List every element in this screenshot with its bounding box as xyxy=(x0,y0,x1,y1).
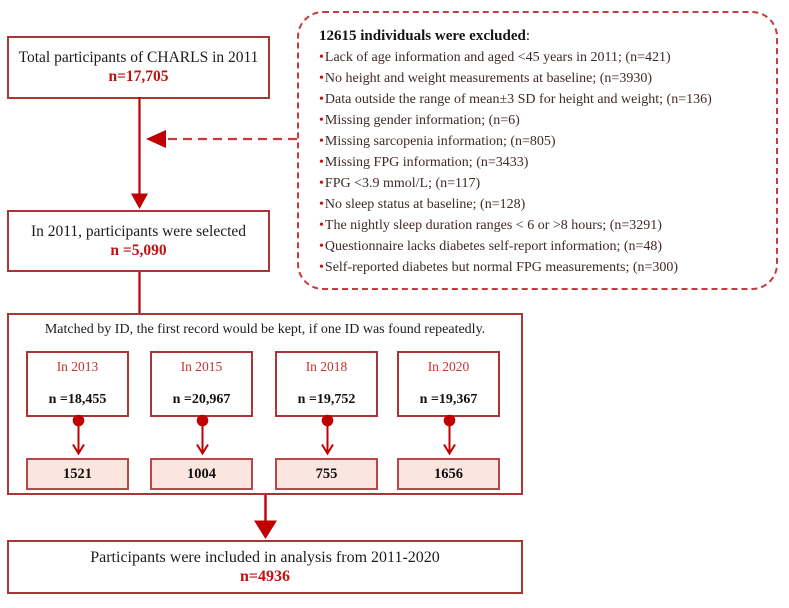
wave-box-2020: In 2020 n =19,367 xyxy=(397,351,500,417)
arrow-down-head-large xyxy=(254,520,277,539)
exclusion-item-text: No sleep status at baseline; (n=128) xyxy=(324,197,526,212)
exclusion-item-text: No height and weight measurements at bas… xyxy=(324,71,652,86)
final-analysis-text: Participants were included in analysis f… xyxy=(90,548,440,566)
exclusion-item-text: Questionnaire lacks diabetes self-report… xyxy=(324,239,663,254)
bullet-icon: • xyxy=(319,176,324,191)
kept-count-box-2020: 1656 xyxy=(397,458,500,490)
bullet-icon: • xyxy=(319,155,324,170)
matched-by-id-box: Matched by ID, the first record would be… xyxy=(7,313,523,495)
bullet-icon: • xyxy=(319,134,324,149)
bullet-icon: • xyxy=(319,239,324,254)
exclusion-item: •No height and weight measurements at ba… xyxy=(319,68,768,89)
arrow-left-head xyxy=(146,130,166,148)
exclusion-header-text: 12615 individuals were excluded xyxy=(319,28,526,44)
exclusion-item: •Questionnaire lacks diabetes self-repor… xyxy=(319,236,768,257)
exclusion-item: •Lack of age information and aged <45 ye… xyxy=(319,47,768,68)
exclusion-item: •Missing gender information; (n=6) xyxy=(319,110,768,131)
selected-2011-text: In 2011, participants were selected xyxy=(30,222,247,240)
bullet-icon: • xyxy=(319,197,324,212)
exclusion-item-text: Self-reported diabetes but normal FPG me… xyxy=(324,260,679,275)
kept-count-box-2013: 1521 xyxy=(26,458,129,490)
selected-2011-n: n =5,090 xyxy=(110,241,167,259)
exclusion-box: 12615 individuals were excluded: •Lack o… xyxy=(297,11,778,290)
wave-label: In 2013 xyxy=(56,359,99,374)
selected-2011-box: In 2011, participants were selected n =5… xyxy=(7,210,270,272)
exclusion-item-text: The nightly sleep duration ranges < 6 or… xyxy=(324,218,662,233)
bullet-icon: • xyxy=(319,218,324,233)
kept-count-box-2018: 755 xyxy=(275,458,378,490)
wave-n: n =20,967 xyxy=(172,392,231,407)
final-analysis-n: n=4936 xyxy=(239,567,290,585)
bullet-icon: • xyxy=(319,260,324,275)
final-analysis-box: Participants were included in analysis f… xyxy=(7,540,523,594)
total-participants-text: Total participants of CHARLS in 2011 xyxy=(18,49,259,66)
exclusion-item: •Missing FPG information; (n=3433) xyxy=(319,152,768,173)
total-participants-n: n=17,705 xyxy=(108,68,169,85)
wave-n: n =19,367 xyxy=(419,392,478,407)
wave-box-2018: In 2018 n =19,752 xyxy=(275,351,378,417)
total-participants-box: Total participants of CHARLS in 2011 n=1… xyxy=(7,36,270,99)
exclusion-header: 12615 individuals were excluded: xyxy=(319,26,768,47)
bullet-icon: • xyxy=(319,113,324,128)
bullet-icon: • xyxy=(319,71,324,86)
wave-label: In 2018 xyxy=(305,359,348,374)
exclusion-item-text: Missing sarcopenia information; (n=805) xyxy=(324,134,556,149)
exclusion-item: •Missing sarcopenia information; (n=805) xyxy=(319,131,768,152)
exclusion-item-text: Missing FPG information; (n=3433) xyxy=(324,155,529,170)
wave-n: n =18,455 xyxy=(48,392,107,407)
wave-box-2015: In 2015 n =20,967 xyxy=(150,351,253,417)
bullet-icon: • xyxy=(319,50,324,65)
exclusion-item: •FPG <3.9 mmol/L; (n=117) xyxy=(319,173,768,194)
exclusion-header-colon: : xyxy=(525,28,531,44)
kept-count-box-2015: 1004 xyxy=(150,458,253,490)
exclusion-item-text: FPG <3.9 mmol/L; (n=117) xyxy=(324,176,481,191)
exclusion-item: •No sleep status at baseline; (n=128) xyxy=(319,194,768,215)
exclusion-item-text: Data outside the range of mean±3 SD for … xyxy=(324,92,712,107)
bullet-icon: • xyxy=(319,92,324,107)
wave-label: In 2020 xyxy=(427,359,470,374)
exclusion-item-text: Missing gender information; (n=6) xyxy=(324,113,520,128)
exclusion-item: •The nightly sleep duration ranges < 6 o… xyxy=(319,215,768,236)
exclusion-item: •Data outside the range of mean±3 SD for… xyxy=(319,89,768,110)
wave-n: n =19,752 xyxy=(297,392,356,407)
exclusion-item-text: Lack of age information and aged <45 yea… xyxy=(324,50,671,65)
exclusion-item: •Self-reported diabetes but normal FPG m… xyxy=(319,257,768,278)
wave-box-2013: In 2013 n =18,455 xyxy=(26,351,129,417)
matched-by-id-title: Matched by ID, the first record would be… xyxy=(44,322,486,337)
arrow-down-head xyxy=(131,193,148,209)
wave-label: In 2015 xyxy=(180,359,223,374)
